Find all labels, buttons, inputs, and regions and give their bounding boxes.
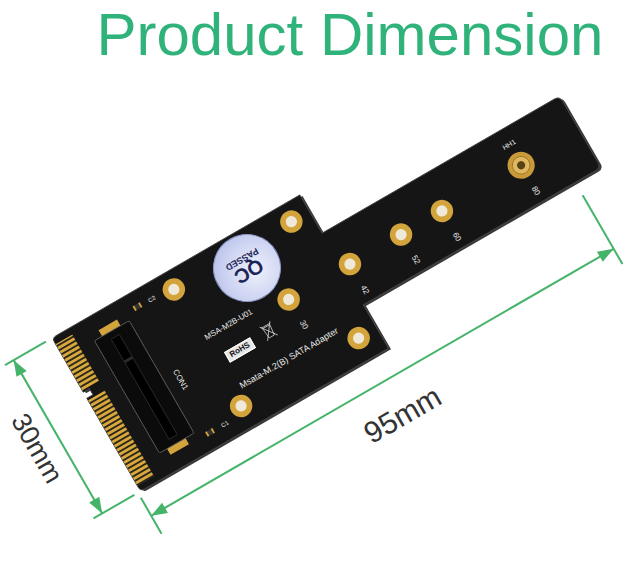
dimension-label: 95mm xyxy=(359,381,446,449)
mounting-hole xyxy=(273,284,304,315)
connector-key xyxy=(124,356,134,363)
mounting-hole xyxy=(159,274,190,305)
mounting-hole xyxy=(335,249,366,280)
standoff-thread xyxy=(515,160,526,171)
mounting-hole xyxy=(343,323,374,354)
arrowhead xyxy=(597,244,617,262)
pcb-board xyxy=(52,58,626,492)
arrowhead xyxy=(89,497,107,517)
mounting-hole xyxy=(386,219,417,250)
m2-connector xyxy=(94,321,194,453)
extension-line xyxy=(5,342,46,366)
hole-center xyxy=(233,398,248,413)
hole-center xyxy=(351,330,366,345)
bin-cross xyxy=(260,321,278,341)
dimension-label: 30mm xyxy=(7,410,68,488)
capacitor-pad xyxy=(133,306,137,311)
capacitor-pad xyxy=(138,302,142,307)
mounting-hole xyxy=(276,206,307,237)
arrowhead xyxy=(148,503,168,521)
hole-center xyxy=(393,227,408,242)
hole-center xyxy=(284,214,299,229)
dimension-lines xyxy=(5,72,624,559)
capacitor xyxy=(133,302,143,311)
mounting-hole xyxy=(427,196,458,227)
capacitor-pad xyxy=(205,431,209,436)
dimension-arrows xyxy=(9,72,617,544)
weee-symbol xyxy=(260,321,278,341)
standoff xyxy=(503,147,540,184)
mounting-hole xyxy=(226,391,257,422)
connector-slot xyxy=(111,334,177,439)
hole-center xyxy=(434,203,449,218)
page-title: Product Dimension xyxy=(97,0,604,69)
arrowhead xyxy=(9,357,27,377)
capacitor-pad xyxy=(211,428,215,433)
standoff-top xyxy=(509,153,533,177)
extension-line xyxy=(141,498,162,534)
gold-fingers xyxy=(56,334,100,390)
capacitor xyxy=(205,428,215,437)
adapter-board xyxy=(5,57,640,559)
mounting-holes xyxy=(159,138,492,421)
hole-center xyxy=(342,256,357,271)
hole-center xyxy=(166,282,181,297)
extension-line xyxy=(583,195,623,264)
hole-center xyxy=(281,292,296,307)
